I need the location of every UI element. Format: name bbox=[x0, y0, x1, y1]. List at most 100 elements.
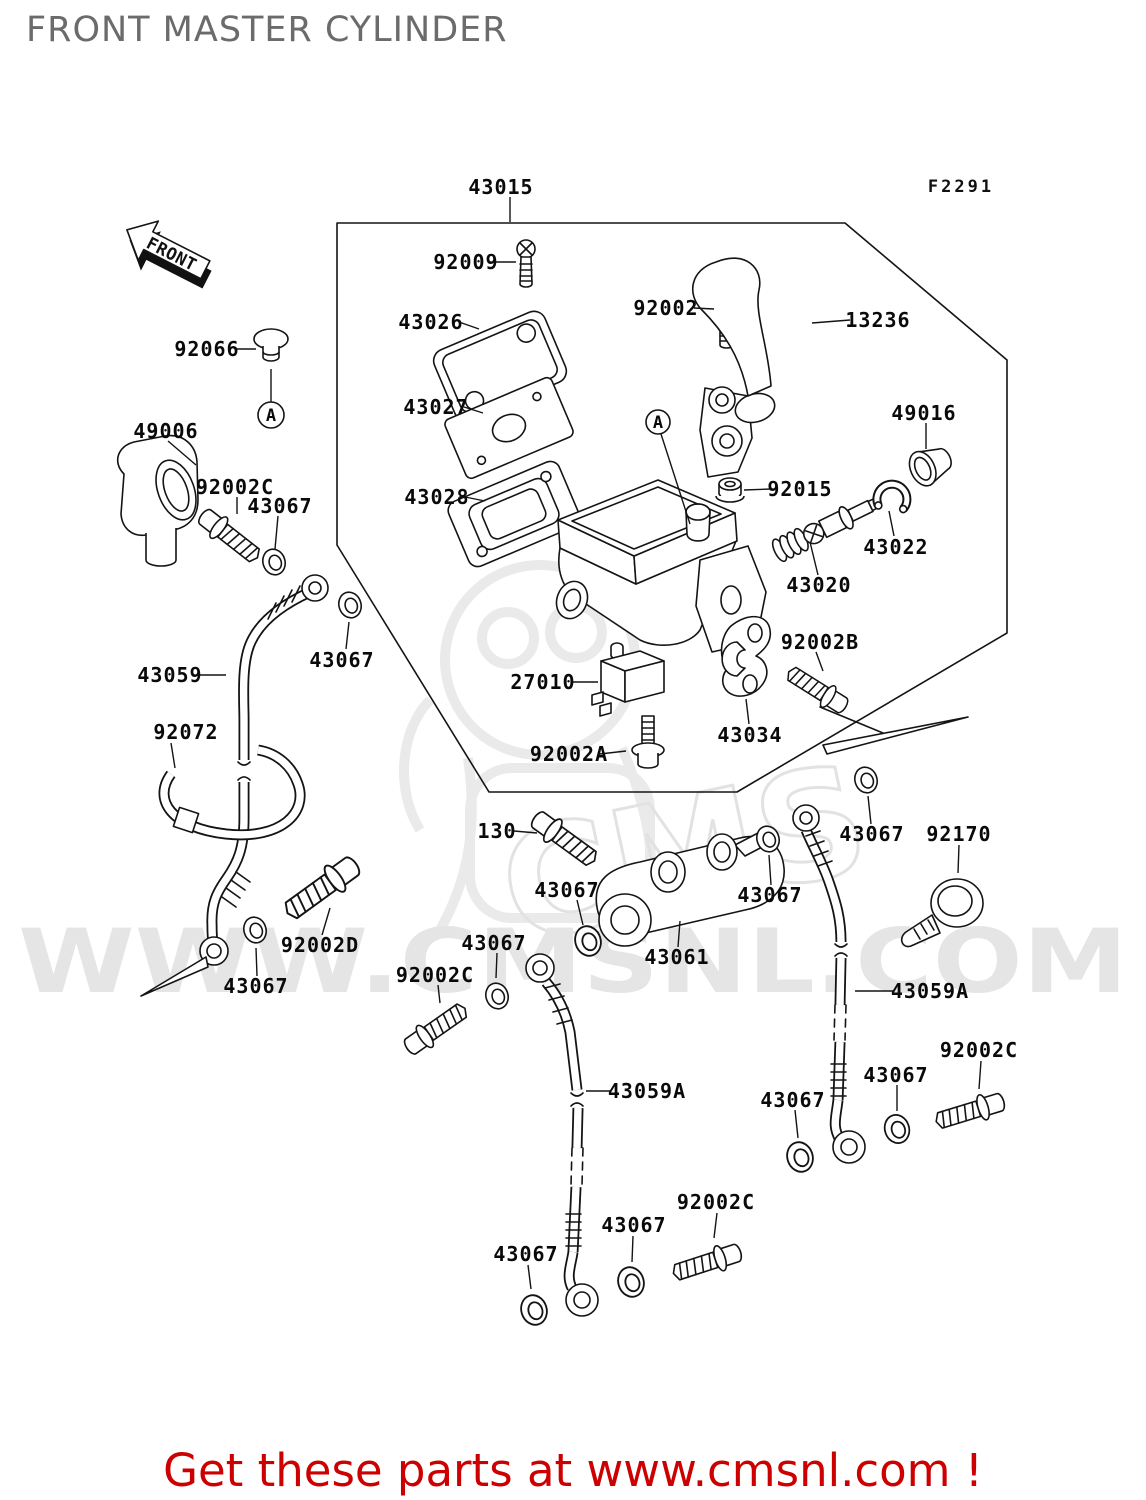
part-number-label-92015[interactable]: 92015 bbox=[767, 477, 832, 501]
part-number-label-43028[interactable]: 43028 bbox=[404, 485, 469, 509]
leader-line bbox=[255, 947, 258, 977]
part-number-label-43067[interactable]: 43067 bbox=[223, 974, 288, 998]
leader-line bbox=[631, 1235, 634, 1263]
part-43015-master-cylinder-body bbox=[555, 479, 767, 653]
part-43028-diaphragm bbox=[447, 460, 581, 568]
part-number-label-43022[interactable]: 43022 bbox=[863, 535, 928, 559]
part-43067-washer bbox=[782, 1137, 818, 1177]
leader-line bbox=[495, 952, 498, 979]
part-43067-washer bbox=[880, 1110, 914, 1148]
leader-line bbox=[677, 920, 681, 948]
part-number-label-43027[interactable]: 43027 bbox=[403, 395, 468, 419]
leader-line bbox=[599, 750, 627, 755]
leader-line bbox=[463, 406, 484, 414]
watermark: CMS WWW.CMSNL.COM bbox=[18, 560, 1128, 1013]
part-number-label-43067[interactable]: 43067 bbox=[839, 822, 904, 846]
part-43059-hose bbox=[140, 574, 329, 997]
part-number-label-43015[interactable]: 43015 bbox=[468, 175, 533, 199]
leader-line bbox=[809, 541, 819, 576]
part-number-label-27010[interactable]: 27010 bbox=[510, 670, 575, 694]
part-number-label-49016[interactable]: 49016 bbox=[891, 401, 956, 425]
part-92002B-bolt bbox=[781, 660, 853, 719]
leader-line bbox=[660, 433, 691, 525]
part-number-label-92002C[interactable]: 92002C bbox=[196, 475, 274, 499]
part-number-label-92002D[interactable]: 92002D bbox=[281, 933, 359, 957]
part-43059A-hose-right bbox=[792, 706, 969, 1164]
part-number-label-43067[interactable]: 43067 bbox=[760, 1088, 825, 1112]
part-number-label-92002[interactable]: 92002 bbox=[633, 296, 698, 320]
leader-line bbox=[768, 854, 772, 886]
part-number-label-43067[interactable]: 43067 bbox=[737, 883, 802, 907]
part-number-label-92002A[interactable]: 92002A bbox=[530, 742, 608, 766]
part-92009-screw bbox=[516, 239, 536, 288]
part-number-label-92002C[interactable]: 92002C bbox=[396, 963, 474, 987]
part-number-label-92009[interactable]: 92009 bbox=[433, 250, 498, 274]
part-number-label-43067[interactable]: 43067 bbox=[247, 494, 312, 518]
callout-label-A: A bbox=[653, 413, 663, 433]
part-number-label-43059A[interactable]: 43059A bbox=[608, 1079, 686, 1103]
part-number-label-92002C[interactable]: 92002C bbox=[677, 1190, 755, 1214]
part-92002C-bolt-3 bbox=[931, 1087, 1009, 1135]
part-number-label-43067[interactable]: 43067 bbox=[534, 878, 599, 902]
part-43027-plate bbox=[444, 376, 574, 480]
part-number-label-43034[interactable]: 43034 bbox=[717, 723, 782, 747]
leader-line bbox=[815, 651, 824, 672]
part-number-label-43067[interactable]: 43067 bbox=[461, 931, 526, 955]
leader-line bbox=[888, 510, 895, 537]
part-number-label-43067[interactable]: 43067 bbox=[863, 1063, 928, 1087]
leader-line bbox=[745, 698, 750, 725]
part-43067-washer bbox=[334, 588, 366, 622]
part-49006-boot bbox=[116, 434, 199, 567]
part-number-label-49006[interactable]: 49006 bbox=[133, 419, 198, 443]
part-92170-clamp bbox=[900, 878, 984, 948]
leader-line bbox=[713, 1212, 718, 1239]
part-number-label-13236[interactable]: 13236 bbox=[845, 308, 910, 332]
leader-line bbox=[167, 440, 197, 466]
leader-line bbox=[464, 496, 486, 502]
leader-line bbox=[345, 621, 350, 650]
part-43026-cap bbox=[432, 310, 568, 422]
part-43034-clamp bbox=[720, 615, 772, 697]
part-number-label-43020[interactable]: 43020 bbox=[786, 573, 851, 597]
enclosure-outline bbox=[336, 222, 1008, 793]
part-number-label-43067[interactable]: 43067 bbox=[601, 1213, 666, 1237]
part-number-label-43067[interactable]: 43067 bbox=[309, 648, 374, 672]
callout-circle bbox=[257, 401, 285, 429]
leader-line bbox=[794, 1109, 799, 1139]
callout-label-A: A bbox=[266, 406, 276, 426]
leader-line bbox=[743, 488, 772, 491]
part-43061-joint bbox=[595, 826, 785, 947]
leader-line bbox=[576, 899, 584, 926]
part-43059A-hose-left bbox=[525, 953, 599, 1317]
leader-line bbox=[978, 1060, 982, 1090]
part-number-label-43061[interactable]: 43061 bbox=[644, 945, 709, 969]
part-number-label-43067[interactable]: 43067 bbox=[493, 1242, 558, 1266]
leader-line bbox=[867, 795, 872, 825]
front-arrow: FRONT bbox=[126, 220, 212, 289]
part-number-label-92066[interactable]: 92066 bbox=[174, 337, 239, 361]
leader-line bbox=[957, 844, 960, 874]
figure-code: F2291 bbox=[928, 177, 994, 197]
callout-circle bbox=[645, 409, 671, 435]
part-92015-nut bbox=[715, 477, 745, 503]
part-number-label-92002B[interactable]: 92002B bbox=[781, 630, 859, 654]
leader-line bbox=[527, 1264, 532, 1290]
part-number-label-92072[interactable]: 92072 bbox=[153, 720, 218, 744]
leader-line bbox=[811, 319, 851, 324]
part-number-label-92002C[interactable]: 92002C bbox=[940, 1038, 1018, 1062]
leader-line bbox=[513, 830, 538, 834]
part-number-label-43026[interactable]: 43026 bbox=[398, 310, 463, 334]
leader-line bbox=[437, 984, 441, 1004]
part-43067-washer bbox=[613, 1262, 649, 1302]
part-number-label-43059[interactable]: 43059 bbox=[137, 663, 202, 687]
part-number-label-92170[interactable]: 92170 bbox=[926, 822, 991, 846]
part-43067-washer bbox=[516, 1290, 552, 1330]
part-43067-washer bbox=[258, 545, 290, 579]
page-title: FRONT MASTER CYLINDER bbox=[26, 10, 508, 50]
part-number-label-43059A[interactable]: 43059A bbox=[891, 979, 969, 1003]
part-number-label-130[interactable]: 130 bbox=[477, 819, 516, 843]
part-27010-switch bbox=[591, 642, 665, 717]
leader-line bbox=[458, 321, 480, 330]
leader-line bbox=[274, 515, 279, 550]
part-92072-clamp bbox=[158, 744, 306, 841]
